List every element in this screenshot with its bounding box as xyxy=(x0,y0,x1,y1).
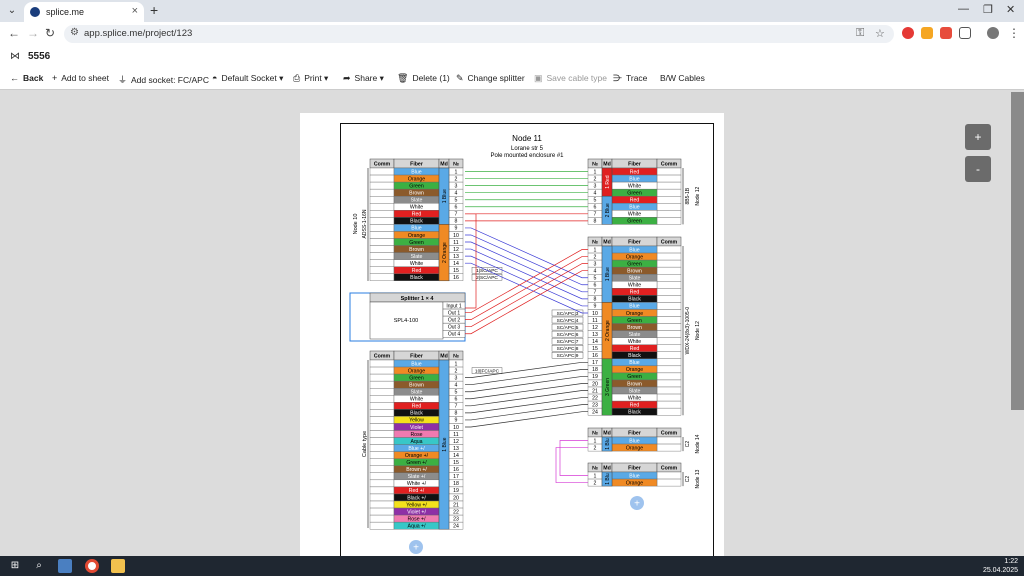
url-text[interactable]: app.splice.me/project/123 xyxy=(84,28,193,39)
browser-tab[interactable]: splice.me × xyxy=(24,2,144,22)
windows-taskbar: ⊞ ⌕ 1:22 25.04.2025 xyxy=(0,556,1024,576)
forward-arrow-icon[interactable]: → xyxy=(27,26,39,40)
bookmark-star-icon[interactable]: ☆ xyxy=(875,28,885,40)
close-window-icon[interactable]: ✕ xyxy=(1006,4,1016,16)
vertical-scrollbar[interactable] xyxy=(1011,92,1024,410)
save-icon: ▣ xyxy=(534,73,543,83)
profile-avatar[interactable] xyxy=(987,27,999,39)
start-windows-icon[interactable]: ⊞ xyxy=(10,560,20,571)
trace-icon: ⋺ xyxy=(613,73,622,83)
extensions-puzzle-icon[interactable] xyxy=(959,27,971,39)
extension-orange-icon[interactable] xyxy=(921,27,933,39)
toolbar: ←Back +Add to sheet ⏚Add socket: FC/APC … xyxy=(0,68,1024,90)
sheet-frame xyxy=(340,123,714,560)
site-info-icon[interactable]: ⚙ xyxy=(70,27,79,38)
bw-cables-button[interactable]: B/W Cables xyxy=(660,73,705,83)
favicon-icon xyxy=(30,7,40,17)
zoom-out-button[interactable]: - xyxy=(965,156,991,182)
tab-title: splice.me xyxy=(46,7,85,17)
search-icon[interactable]: ⌕ xyxy=(36,560,42,571)
key-icon[interactable]: ⚿ xyxy=(856,27,865,39)
share-icon: ➦ xyxy=(343,73,351,83)
default-socket-dropdown[interactable]: ◓Default Socket ▾ xyxy=(212,73,284,83)
close-tab-icon[interactable]: × xyxy=(131,5,138,17)
add-to-sheet-button[interactable]: +Add to sheet xyxy=(52,73,109,83)
tab-search-icon[interactable]: ⌄ xyxy=(7,5,17,16)
delete-button[interactable]: 🗑Delete (1) xyxy=(397,73,450,83)
browser-tab-bar: ⌄ splice.me × + — ❐ ✕ xyxy=(0,0,1024,22)
browser-menu-icon[interactable]: ⋮ xyxy=(1008,26,1020,40)
add-icon: + xyxy=(52,73,58,83)
save-cable-type-button[interactable]: ▣Save cable type xyxy=(534,73,607,83)
change-splitter-button[interactable]: ✎Change splitter xyxy=(456,73,525,83)
notepad-icon[interactable] xyxy=(58,559,72,573)
add-socket-button[interactable]: ⏚Add socket: FC/APC xyxy=(118,75,209,85)
system-clock: 1:22 25.04.2025 xyxy=(982,558,1018,574)
printer-icon: ⎙ xyxy=(293,73,301,83)
back-arrow-icon[interactable]: ← xyxy=(8,26,20,40)
reload-icon[interactable]: ↻ xyxy=(45,26,56,40)
minimize-icon[interactable]: — xyxy=(958,3,969,15)
share-dropdown[interactable]: ➦Share ▾ xyxy=(343,73,384,83)
zoom-in-button[interactable]: + xyxy=(965,124,991,150)
plug-icon: ⏚ xyxy=(118,75,128,85)
omnibox[interactable]: ⚙ app.splice.me/project/123 ⚿ ☆ xyxy=(64,25,894,43)
address-bar-row: ← → ↻ ⚙ app.splice.me/project/123 ⚿ ☆ ⋮ xyxy=(0,22,1024,46)
file-explorer-icon[interactable] xyxy=(111,559,125,573)
maximize-icon[interactable]: ❐ xyxy=(983,4,993,16)
chrome-taskbar-icon[interactable] xyxy=(85,559,99,573)
trace-button[interactable]: ⋺Trace xyxy=(613,73,648,83)
extension-abp-icon[interactable] xyxy=(902,27,914,39)
project-name: 5556 xyxy=(28,51,51,62)
trash-icon: 🗑 xyxy=(397,73,409,83)
app-header: ⋈ 5556 xyxy=(0,46,1024,68)
back-icon: ← xyxy=(10,73,19,83)
app-logo-icon[interactable]: ⋈ xyxy=(10,51,20,62)
new-tab-button[interactable]: + xyxy=(150,2,159,18)
back-button[interactable]: ←Back xyxy=(10,73,44,83)
edit-icon: ✎ xyxy=(456,73,464,83)
socket-icon: ◓ xyxy=(212,73,218,83)
extension-red-icon[interactable] xyxy=(940,27,952,39)
print-dropdown[interactable]: ⎙Print ▾ xyxy=(293,73,329,83)
